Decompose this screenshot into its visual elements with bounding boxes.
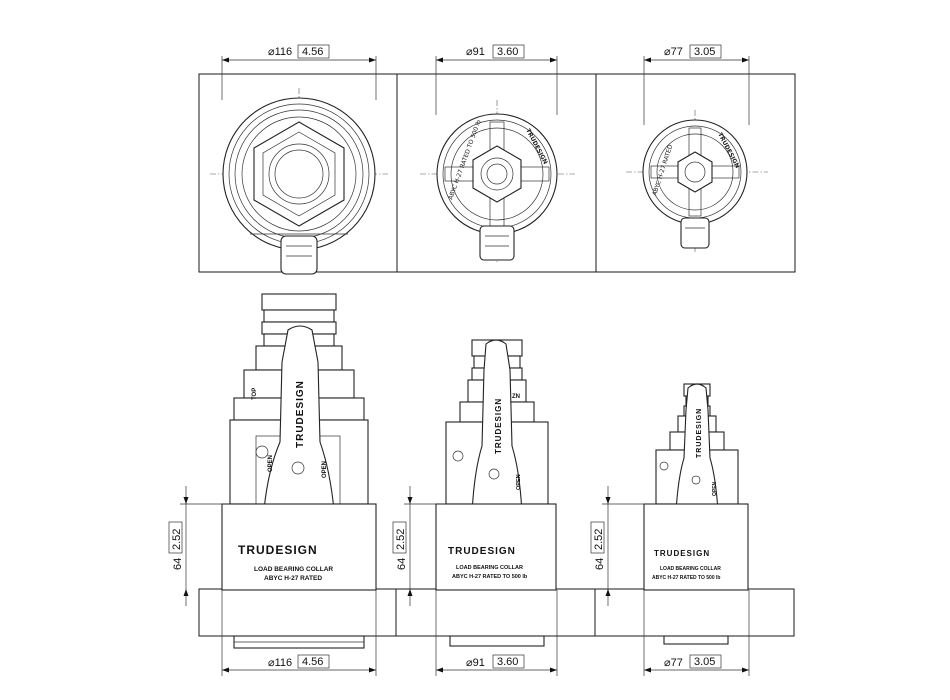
side-view-small: TRUDESIGN OPEN TRUDESIGN LOAD BEARING CO… bbox=[643, 383, 749, 645]
top-dimension-small: ⌀77 3.05 bbox=[643, 44, 750, 125]
svg-text:OPEN: OPEN bbox=[712, 481, 718, 496]
top-dim-small-mm: ⌀77 bbox=[664, 46, 683, 58]
top-dim-large-in: 4.56 bbox=[302, 46, 323, 58]
collar-line2-medium: ABYC H-27 RATED TO 500 lb bbox=[452, 574, 528, 580]
height-large-mm: 64 bbox=[172, 558, 184, 570]
bottom-dimension-small: ⌀77 3.05 bbox=[643, 590, 750, 676]
collar-line1-large: LOAD BEARING COLLAR bbox=[254, 566, 333, 573]
svg-text:LOAD BEARING COLLAR: LOAD BEARING COLLAR bbox=[456, 565, 523, 571]
bottom-dimension-medium: ⌀91 3.60 bbox=[435, 590, 558, 676]
handle-top-label-large: OPEN bbox=[268, 455, 274, 472]
height-dimension-small: 64 2.52 bbox=[590, 486, 656, 606]
top-view-frames bbox=[198, 73, 796, 273]
bottom-dim-large-mm: ⌀116 bbox=[268, 657, 292, 669]
top-dim-medium-in: 3.60 bbox=[497, 46, 518, 58]
height-medium-mm: 64 bbox=[396, 558, 408, 570]
top-view-small: ABYC H-27 RATED TRUDESIGN bbox=[626, 110, 768, 252]
svg-text:TRUDESIGN: TRUDESIGN bbox=[494, 398, 503, 454]
top-dim-small-in: 3.05 bbox=[694, 46, 715, 58]
hull-band bbox=[198, 588, 795, 637]
top-dim-large-mm: ⌀116 bbox=[268, 46, 292, 58]
top-dimension-medium: ⌀91 3.60 bbox=[435, 44, 558, 115]
top-dimension-large: ⌀116 4.56 bbox=[221, 44, 377, 100]
bottom-dim-small-in: 3.05 bbox=[694, 656, 715, 668]
svg-text:TRUDESIGN: TRUDESIGN bbox=[295, 380, 306, 448]
svg-text:ABYC H-27 RATED TO 500 lb: ABYC H-27 RATED TO 500 lb bbox=[652, 575, 720, 581]
svg-text:TRUDESIGN: TRUDESIGN bbox=[448, 546, 516, 557]
height-dimension-medium: 64 2.52 bbox=[392, 486, 446, 606]
top-dim-medium-mm: ⌀91 bbox=[466, 46, 485, 58]
bottom-dim-small-mm: ⌀77 bbox=[664, 657, 683, 669]
collar-brand-large: TRUDESIGN bbox=[238, 543, 318, 557]
side-view-large: TRUDESIGN OPEN OPEN TOP TRUDESIGN LOAD B… bbox=[221, 293, 377, 649]
bottom-dimension-large: ⌀116 4.56 bbox=[221, 590, 377, 676]
height-dimension-large: 64 2.52 bbox=[168, 486, 230, 606]
svg-text:TRUDESIGN: TRUDESIGN bbox=[654, 549, 710, 558]
svg-text:OPEN: OPEN bbox=[516, 474, 522, 490]
height-small-mm: 64 bbox=[594, 558, 606, 570]
top-view-large bbox=[210, 88, 388, 275]
top-marking-large: TOP bbox=[252, 388, 258, 400]
collar-line2-large: ABYC H-27 RATED bbox=[264, 575, 322, 582]
svg-text:OPEN: OPEN bbox=[322, 461, 328, 478]
height-medium-in: 2.52 bbox=[395, 529, 407, 550]
top-view-medium: ABYC H-27 RATED TO 500 lb TRUDESIGN bbox=[420, 100, 575, 262]
svg-text:TRUDESIGN: TRUDESIGN bbox=[696, 408, 703, 458]
svg-text:LOAD BEARING COLLAR: LOAD BEARING COLLAR bbox=[660, 566, 721, 572]
height-small-in: 2.52 bbox=[593, 529, 605, 550]
side-view-medium: TRUDESIGN OPEN ZN TRUDESIGN LOAD BEARING… bbox=[435, 339, 557, 647]
bottom-dim-medium-mm: ⌀91 bbox=[466, 657, 485, 669]
bottom-dim-medium-in: 3.60 bbox=[497, 656, 518, 668]
bottom-dim-large-in: 4.56 bbox=[302, 656, 323, 668]
zn-marking-medium: ZN bbox=[512, 394, 520, 400]
height-large-in: 2.52 bbox=[171, 529, 183, 550]
